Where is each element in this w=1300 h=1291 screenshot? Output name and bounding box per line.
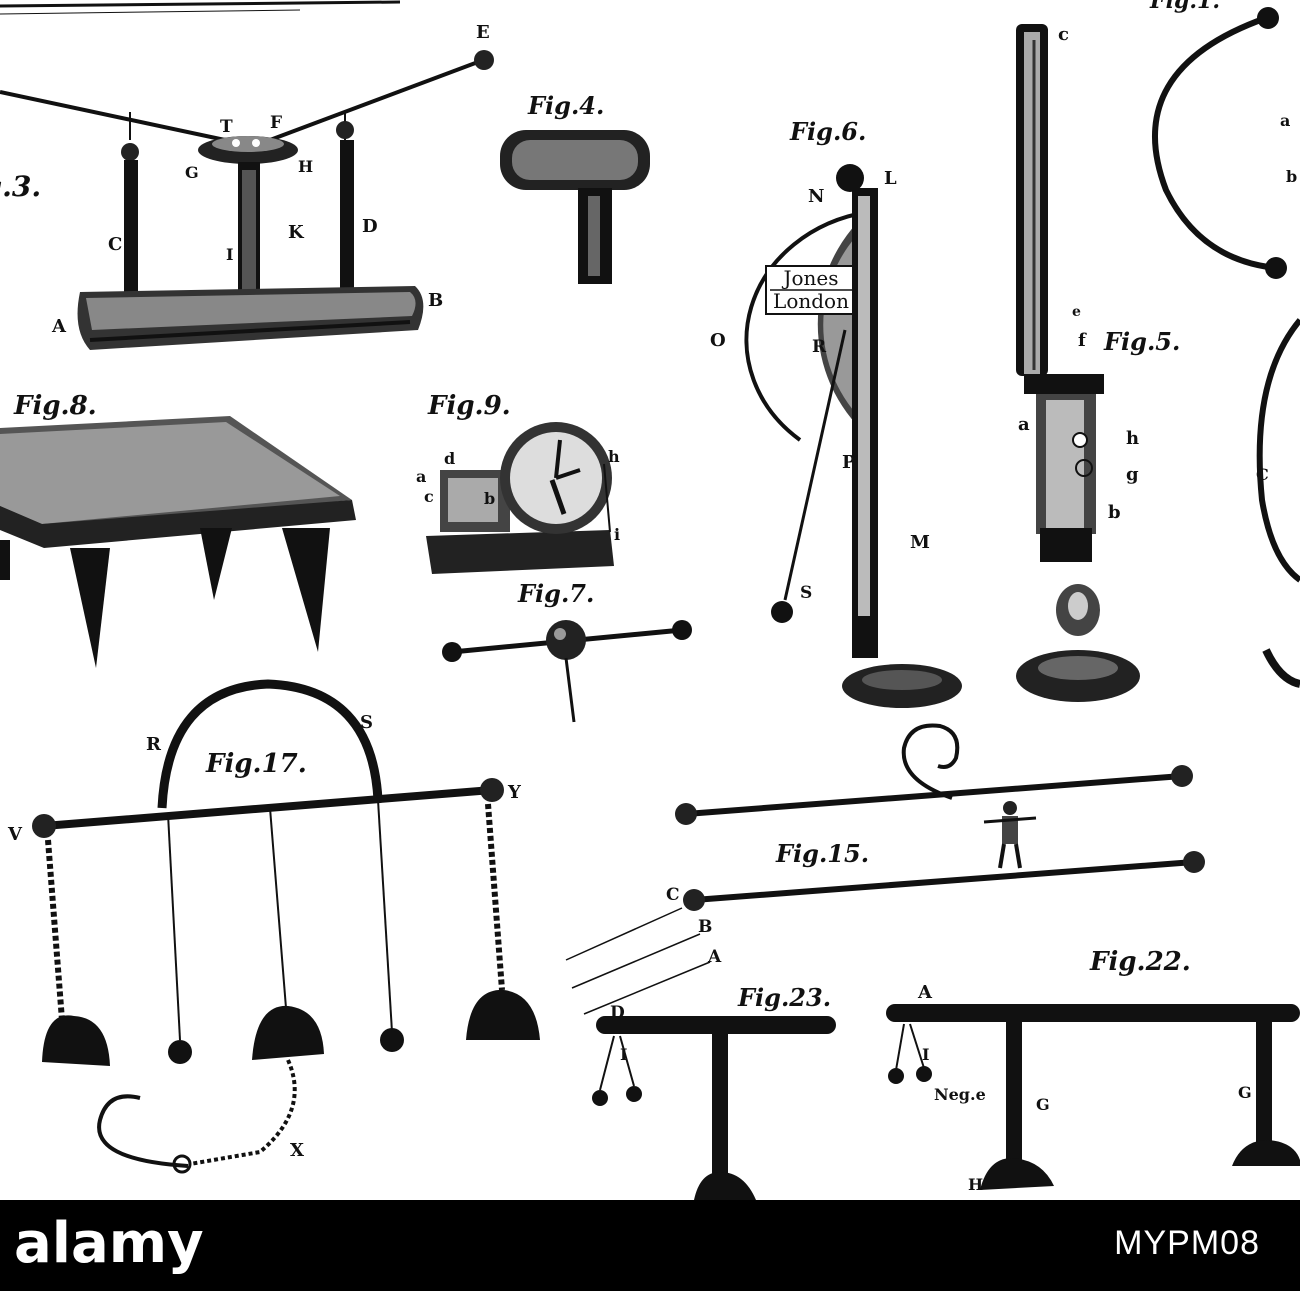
- fig22-label-A: A: [917, 982, 933, 1003]
- figure-7-apparatus: [442, 620, 692, 723]
- apparatus-illustration: E T F G H C D I K A B Fig.3. Fig.4.: [0, 0, 1300, 1200]
- fig3-label-C: C: [108, 234, 122, 255]
- fig3-label-B: B: [428, 290, 443, 311]
- plaque-maker-name: Jones: [781, 266, 838, 290]
- fig3-label-F: F: [270, 113, 282, 133]
- fig9-label-i: i: [614, 525, 620, 544]
- fig3-label-A: A: [51, 316, 67, 337]
- fig5-label-b: b: [1108, 502, 1121, 523]
- fig17-label-S: S: [360, 712, 373, 733]
- plaque-maker-city: London: [773, 289, 849, 313]
- fig22-label-G-right: G: [1238, 1083, 1252, 1102]
- fig3-label-D: D: [362, 216, 378, 237]
- figure-6-plaque: Jones London: [773, 266, 849, 313]
- figure-9-apparatus: [426, 422, 614, 574]
- figure-6-apparatus: [744, 164, 962, 708]
- fig23-label-D: D: [610, 1003, 625, 1023]
- figure-4-apparatus: [500, 130, 650, 284]
- figure-1-apparatus: [1152, 7, 1300, 688]
- engraving-plate: E T F G H C D I K A B Fig.3. Fig.4.: [0, 0, 1300, 1200]
- fig17-label-R: R: [146, 734, 162, 755]
- fig3-label-G: G: [185, 163, 199, 182]
- figure-3-title: Fig.3.: [0, 170, 41, 203]
- figure-17-labels: R S V Y X: [7, 712, 522, 1161]
- little-figure: [983, 801, 1037, 869]
- fig1-label-C: C: [1256, 465, 1269, 484]
- figure-8-apparatus: [0, 416, 356, 668]
- figure-23-apparatus: [592, 1016, 836, 1200]
- fig1-label-a: a: [1280, 111, 1290, 130]
- figure-7-title: Fig.7.: [517, 579, 594, 608]
- fig9-label-b: b: [484, 489, 495, 508]
- fig17-label-V: V: [7, 824, 23, 845]
- figure-23-title: Fig.23.: [737, 983, 831, 1012]
- fig6-label-L: L: [884, 168, 897, 189]
- figure-3-labels: E T F G H C D I K A B: [51, 22, 490, 337]
- fig22-label-G: G: [1036, 1095, 1050, 1114]
- fig6-label-O: O: [710, 330, 726, 351]
- figure-6-title: Fig.6.: [789, 117, 866, 146]
- figure-1-labels: a b C: [1256, 111, 1297, 484]
- fig15-label-C: C: [666, 885, 680, 905]
- fig5-label-f: f: [1078, 330, 1087, 351]
- figure-9-title: Fig.9.: [427, 391, 511, 421]
- figure-9-labels: d a c b h i: [416, 447, 620, 544]
- fig9-label-c: c: [424, 487, 434, 506]
- fig17-label-X: X: [290, 1140, 304, 1161]
- figure-6-labels: L N O R P M S: [710, 168, 930, 603]
- fig22-label-neg: Neg.e: [934, 1085, 986, 1104]
- figure-1-title: Fig.1.: [1149, 0, 1220, 14]
- figure-22-apparatus: [886, 1004, 1300, 1190]
- fig23-label-I: I: [620, 1045, 627, 1064]
- fig15-label-B: B: [698, 917, 712, 937]
- fig3-label-I: I: [226, 245, 233, 264]
- fig5-label-c: c: [1058, 24, 1069, 45]
- fig6-label-P: P: [842, 452, 856, 473]
- alamy-logo-text: alamy: [14, 1212, 204, 1276]
- fig5-label-h: h: [1126, 428, 1139, 449]
- fig6-label-S: S: [800, 583, 812, 603]
- fig3-label-K: K: [288, 222, 305, 243]
- fig6-label-M: M: [910, 532, 930, 553]
- fig5-label-a: a: [1018, 414, 1030, 435]
- figure-23-labels: D I: [610, 1003, 627, 1064]
- fig9-label-h: h: [608, 447, 620, 466]
- figure-17-title: Fig.17.: [205, 749, 307, 779]
- fig1-label-b: b: [1286, 167, 1297, 186]
- fig9-label-a: a: [416, 467, 426, 486]
- fig22-label-I: I: [922, 1045, 929, 1064]
- fig6-label-R: R: [812, 337, 827, 357]
- fig6-label-N: N: [808, 186, 824, 207]
- fig5-label-g: g: [1126, 464, 1139, 485]
- figure-5-labels: c f a h g b e: [1018, 24, 1139, 523]
- fig3-label-H: H: [298, 157, 313, 176]
- figure-5-apparatus: [1016, 24, 1140, 702]
- figure-15-title: Fig.15.: [775, 839, 869, 868]
- stock-watermark-bar: alamy MYPM08: [0, 1200, 1300, 1291]
- image-code: MYPM08: [1114, 1224, 1260, 1262]
- figure-3-apparatus: [0, 50, 494, 350]
- fig17-label-Y: Y: [507, 782, 522, 803]
- figure-22-labels: A I Neg.e G G H: [917, 982, 1252, 1194]
- fig5-label-e: e: [1072, 304, 1081, 320]
- fig3-label-E: E: [476, 22, 490, 43]
- figure-15-labels: C B A: [666, 885, 722, 967]
- figure-15-apparatus: [565, 723, 1205, 1015]
- fig3-label-T: T: [220, 117, 233, 137]
- alamy-logo: alamy: [14, 1212, 204, 1276]
- figure-4-title: Fig.4.: [527, 91, 604, 120]
- fig22-label-H: H: [968, 1175, 983, 1194]
- fig9-label-d: d: [444, 449, 455, 468]
- figure-8-title: Fig.8.: [13, 391, 97, 421]
- figure-17-apparatus: [32, 679, 540, 1174]
- figure-22-title: Fig.22.: [1089, 947, 1191, 977]
- fig15-label-A: A: [707, 947, 722, 967]
- figure-5-title: Fig.5.: [1103, 327, 1180, 356]
